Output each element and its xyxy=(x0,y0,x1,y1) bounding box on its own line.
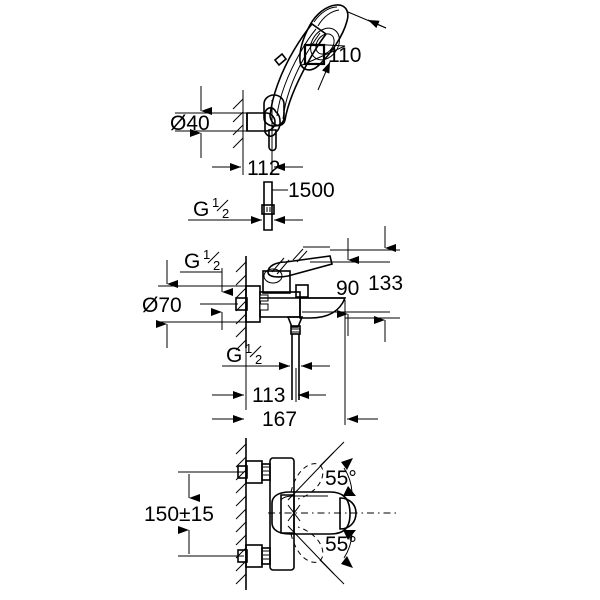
shower-wall-holder xyxy=(246,94,285,152)
view-mixer-front: 150±15 55° 55° xyxy=(144,438,400,590)
dim-value-70: 70 xyxy=(158,294,181,317)
mixer-body-side xyxy=(259,246,347,400)
thread-label-g-half-inlet: G xyxy=(184,250,200,273)
dim-label-1500: 1500 xyxy=(288,179,335,202)
wall-hatch-mixer-side xyxy=(235,256,247,351)
dim-label-90: 90 xyxy=(336,277,359,300)
dim-label-113: 113 xyxy=(252,384,285,407)
dim-inlet-spacing-150: 150±15 xyxy=(144,471,244,557)
wall-hatch-mixer-front xyxy=(235,438,247,590)
thread-label-g-half-hose: G xyxy=(193,198,209,221)
dim-label-112: 112 xyxy=(247,157,280,180)
square-symbol-icon xyxy=(303,43,326,66)
mixer-front-upper-union xyxy=(237,460,271,484)
thread-numerator: 1 xyxy=(212,195,219,210)
thread-label-g-half-outlet: G xyxy=(226,344,242,367)
dim-inlet-centres-70: Ø70 xyxy=(142,260,246,348)
angle-label-55-lower: 55° xyxy=(325,533,357,556)
dim-hose-thread-g-half: G 1 2 xyxy=(188,195,303,224)
angle-label-55-upper: 55° xyxy=(325,467,357,490)
wall-hatch-shower xyxy=(232,90,244,152)
dim-label-dia40: Ø40 xyxy=(170,112,210,135)
thread-denominator-2: 2 xyxy=(213,258,220,273)
dim-shower-head-110: 110 xyxy=(299,11,387,91)
shower-hose-fitting: 1500 xyxy=(261,179,335,231)
dim-outlet-thread: G 1 2 xyxy=(222,341,330,370)
mixer-body-front xyxy=(268,451,400,575)
thread-denominator-3: 2 xyxy=(255,352,262,367)
dim-angle-55-upper: 55° xyxy=(319,441,357,496)
thread-numerator-3: 1 xyxy=(245,341,252,356)
dim-spout-reach-113: 113 xyxy=(212,348,326,410)
dim-lever-height-90: 90 xyxy=(302,238,390,336)
thread-letter: G xyxy=(193,198,209,221)
dim-angle-55-lower: 55° xyxy=(319,530,357,585)
diameter-symbol-icon: Ø xyxy=(170,112,186,135)
dim-label-dia70: Ø70 xyxy=(142,294,182,317)
dim-holder-dia-40: Ø40 xyxy=(170,86,250,158)
view-mixer-side: G 1 2 Ø70 G 1 2 xyxy=(142,226,403,431)
dim-label-133: 133 xyxy=(368,272,403,295)
dim-inlet-thread-top: G 1 2 xyxy=(180,247,233,330)
dim-value-40: 40 xyxy=(186,112,209,135)
thread-denominator: 2 xyxy=(222,206,229,221)
mixer-wall-flange xyxy=(200,285,261,323)
dim-label-150: 150±15 xyxy=(144,503,214,526)
dim-label-110: 110 xyxy=(328,44,361,67)
thread-numerator-2: 1 xyxy=(203,247,210,262)
dim-overall-reach-167: 167 xyxy=(212,300,378,431)
view-shower-set: 110 Ø40 112 xyxy=(170,4,387,231)
dim-holder-projection-112: 112 xyxy=(212,100,303,180)
dim-overall-height-133: 133 xyxy=(330,226,403,342)
diameter-symbol-icon-2: Ø xyxy=(142,294,158,317)
dim-label-167: 167 xyxy=(262,408,297,431)
